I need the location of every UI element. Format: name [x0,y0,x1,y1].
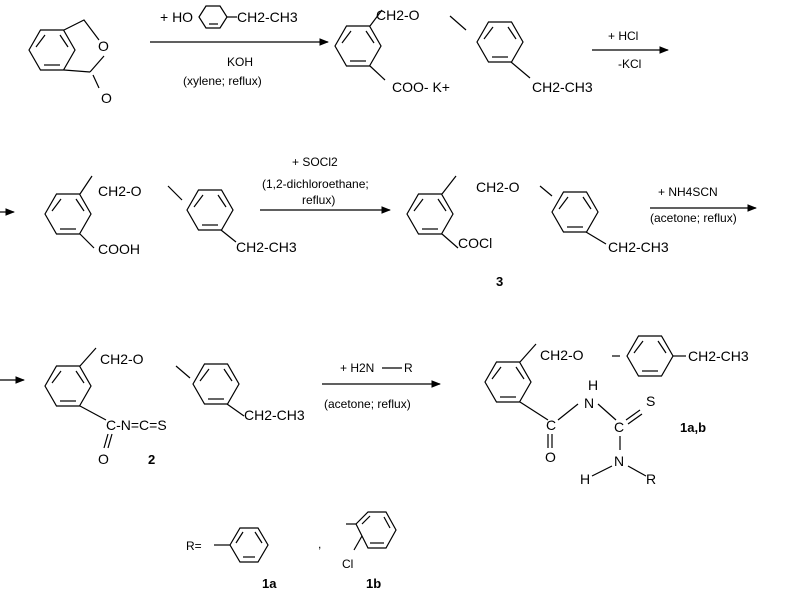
phenol-ring-icon [198,5,228,29]
final-product-structure: CH2-O CH2-CH3 C O H N C S N H R 1a,b [484,335,749,487]
step5-reagent-suffix: R [404,361,413,375]
step1-reagent-suffix: CH2-CH3 [237,9,298,25]
step3-reagent: + SOCl2 [292,155,338,169]
acid-ethyl-label: CH2-CH3 [236,239,297,255]
compound2-ch2o-label: CH2-O [100,351,144,367]
step4-condition: (acetone; reflux) [650,211,737,225]
phenyl-ring-icon [229,527,269,563]
compound3-number: 3 [496,274,503,289]
step1-condition-base: KOH [227,55,253,69]
step4-reagent: + NH4SCN [658,185,718,199]
step4-arrow: + NH4SCN (acetone; reflux) [650,185,757,225]
ring-oxygen-label: O [98,38,109,54]
step5-reagent-prefix: + H2N [340,361,374,375]
final-oxygen-label: O [545,449,556,465]
compound2-ethyl-label: CH2-CH3 [244,407,305,423]
compound2-oxygen-label: O [98,451,109,467]
final-n2-label: N [614,453,624,469]
potassium-salt-structure: CH2-O COO- K+ CH2-CH3 [334,7,593,95]
chlorophenyl-ring-icon [355,511,397,549]
compound3-ethyl-label: CH2-CH3 [608,239,669,255]
step3-arrow: + SOCl2 (1,2-dichloroethane; reflux) [260,155,391,214]
step2-reagent: + HCl [608,29,638,43]
final-ch2o-label: CH2-O [540,347,584,363]
final-ethyl-label: CH2-CH3 [688,348,749,364]
compound-3-structure: CH2-O COCl CH2-CH3 3 [406,175,669,289]
salt-ch2o-label: CH2-O [376,7,420,23]
final-number: 1a,b [680,420,706,435]
acid-group-label: COOH [98,241,140,257]
step5-condition: (acetone; reflux) [324,397,411,411]
r-equals-label: R= [186,539,202,553]
step2-byproduct: -KCl [618,57,641,71]
carboxylic-acid-structure: CH2-O COOH CH2-CH3 [44,175,297,257]
salt-carboxylate-label: COO- K+ [392,79,450,95]
phthalide-structure: O O [28,19,112,106]
label-1b: 1b [366,576,381,591]
final-n1-label: N [584,395,594,411]
chloro-label: Cl [342,557,353,571]
substituent-separator: , [318,537,321,551]
acid-ch2o-label: CH2-O [98,183,142,199]
final-carbonyl-c-label: C [546,417,556,433]
compound-2-structure: CH2-O C-N=C=S O CH2-CH3 2 [44,347,305,467]
step3-condition-reflux: reflux) [302,193,335,207]
final-nh-h-label: H [588,377,598,393]
substituent-definitions: R= , Cl 1a 1b [186,511,397,591]
salt-ethyl-label: CH2-CH3 [532,79,593,95]
final-h2-label: H [580,471,590,487]
carbonyl-oxygen-label: O [101,90,112,106]
step1-reagent-prefix: + HO [160,9,193,25]
compound3-ch2o-label: CH2-O [476,179,520,195]
final-r-label: R [646,471,656,487]
compound2-isothiocyanate-label: C-N=C=S [106,417,167,433]
step3-condition-solvent: (1,2-dichloroethane; [262,177,369,191]
step2-arrow: + HCl -KCl [592,29,669,71]
step1-arrow: + HO CH2-CH3 KOH (xylene; reflux) [150,5,329,88]
step5-arrow: + H2N R (acetone; reflux) [322,361,441,411]
compound3-group-label: COCl [458,235,492,251]
final-sulfur-label: S [646,393,655,409]
final-thio-c-label: C [614,419,624,435]
step1-condition-solvent: (xylene; reflux) [183,74,262,88]
label-1a: 1a [262,576,277,591]
compound2-number: 2 [148,452,155,467]
